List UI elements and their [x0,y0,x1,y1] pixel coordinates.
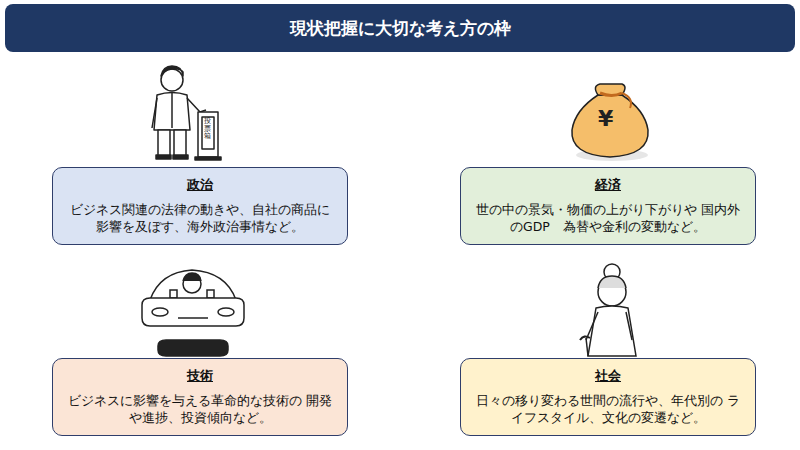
voter-illustration [152,66,221,160]
yen-symbol: ¥ [598,108,613,130]
car-illustration [142,270,244,356]
ballot-box-label: 投票箱 [204,118,211,141]
box-description: 日々の移り変わる世間の流行や、年代別の ライフスタイル、文化の変遷など。 [471,393,745,427]
elderly-woman-illustration [580,264,636,356]
money-bag-illustration [572,84,648,161]
category-box: 社会日々の移り変わる世間の流行や、年代別の ライフスタイル、文化の変遷など。 [460,358,756,436]
category-box: 政治ビジネス関連の法律の動きや、自社の商品に 影響を及ぼす、海外政治事情など。 [52,167,348,245]
category-box: 技術ビジネスに影響を与える革命的な技術の 開発や進捗、投資傾向など。 [52,358,348,436]
title-text: 現状把握に大切な考え方の枠 [290,17,511,40]
box-description: 世の中の景気・物価の上がり下がりや 国内外のGDP 為替や金利の変動など。 [471,202,745,236]
title-band: 現状把握に大切な考え方の枠 [5,4,795,52]
box-heading: 社会 [595,367,621,385]
category-box: 経済世の中の景気・物価の上がり下がりや 国内外のGDP 為替や金利の変動など。 [460,167,756,245]
box-heading: 経済 [595,176,621,194]
box-description: ビジネスに影響を与える革命的な技術の 開発や進捗、投資傾向など。 [63,393,337,427]
box-heading: 技術 [187,367,213,385]
box-heading: 政治 [187,176,213,194]
box-description: ビジネス関連の法律の動きや、自社の商品に 影響を及ぼす、海外政治事情など。 [63,202,337,236]
